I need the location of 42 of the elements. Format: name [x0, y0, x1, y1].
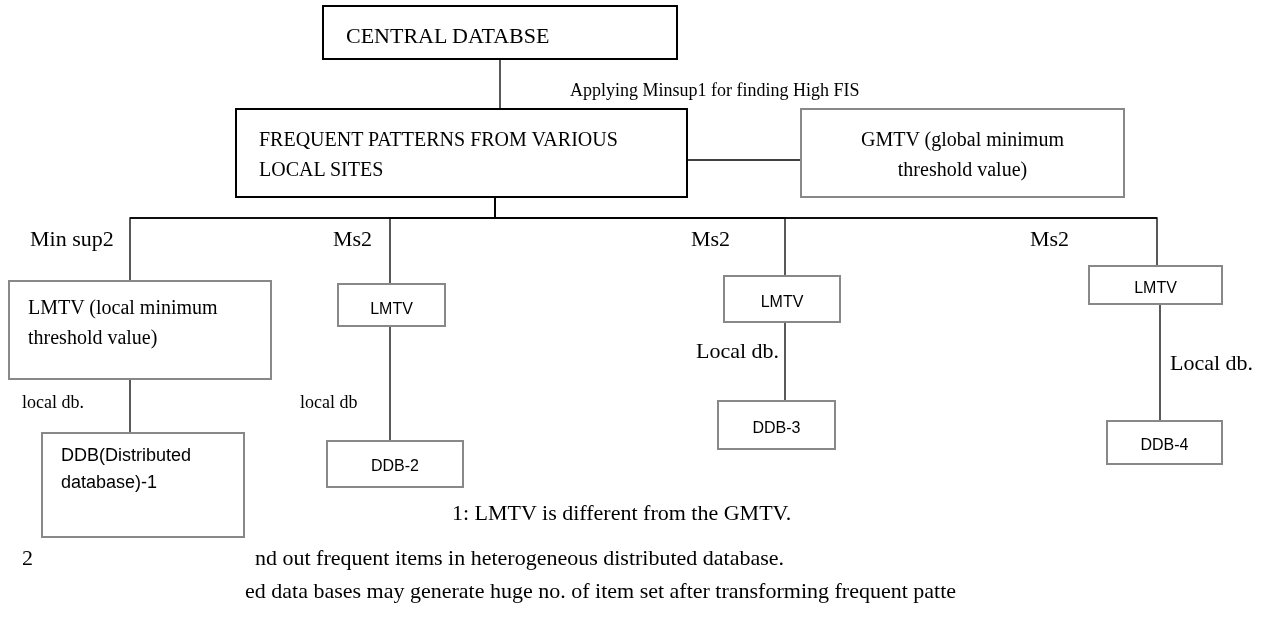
- process-box: [41, 432, 245, 538]
- process-box: [1106, 420, 1223, 465]
- edge-label: Min sup2: [30, 226, 114, 252]
- box-text: DDB-3: [752, 418, 801, 438]
- process-box: [235, 108, 688, 198]
- box-text: LMTV (local minimum threshold value): [28, 295, 219, 351]
- box-text: LMTV: [760, 292, 804, 312]
- process-box: [1088, 265, 1223, 305]
- box-text: LMTV: [370, 299, 413, 319]
- connector-line: [687, 159, 801, 161]
- box-text: FREQUENT PATTERNS FROM VARIOUS LOCAL SITES: [259, 127, 619, 182]
- process-box: [800, 108, 1125, 198]
- edge-label: Local db.: [696, 338, 780, 364]
- box-text: LMTV: [1134, 278, 1177, 298]
- box-text: DDB-2: [371, 456, 419, 476]
- process-box: [8, 280, 272, 380]
- note-text: nd out frequent items in heterogeneous distributed database.: [255, 545, 785, 571]
- process-box: [717, 400, 836, 450]
- connector-line: [784, 322, 786, 401]
- edge-label: local db: [300, 392, 358, 413]
- connector-line: [389, 326, 391, 441]
- edge-label: Ms2: [1030, 226, 1070, 252]
- edge-label: Ms2: [333, 226, 373, 252]
- process-box: [322, 5, 678, 60]
- edge-label: Ms2: [691, 226, 731, 252]
- box-text: GMTV (global minimum threshold value): [860, 127, 1065, 183]
- connector-line: [499, 59, 501, 109]
- edge-label: Local db.: [1170, 350, 1254, 376]
- connector-line: [1159, 304, 1161, 421]
- process-box: [723, 275, 841, 323]
- note-text: ed data bases may generate huge no. of item set after transforming frequent patte: [245, 578, 957, 604]
- note-text: 1: LMTV is different from the GMTV.: [452, 500, 792, 526]
- note-text: 2: [22, 545, 33, 571]
- box-text: DDB(Distributed database)-1: [61, 444, 193, 494]
- process-box: [326, 440, 464, 488]
- connector-line: [494, 197, 1158, 266]
- box-text: CENTRAL DATABSE: [346, 22, 550, 50]
- edge-label: local db.: [22, 392, 84, 413]
- connector-line: [129, 379, 131, 433]
- process-box: [337, 283, 446, 327]
- box-text: DDB-4: [1140, 435, 1189, 455]
- annotation-text: Applying Minsup1 for finding High FIS: [570, 80, 860, 101]
